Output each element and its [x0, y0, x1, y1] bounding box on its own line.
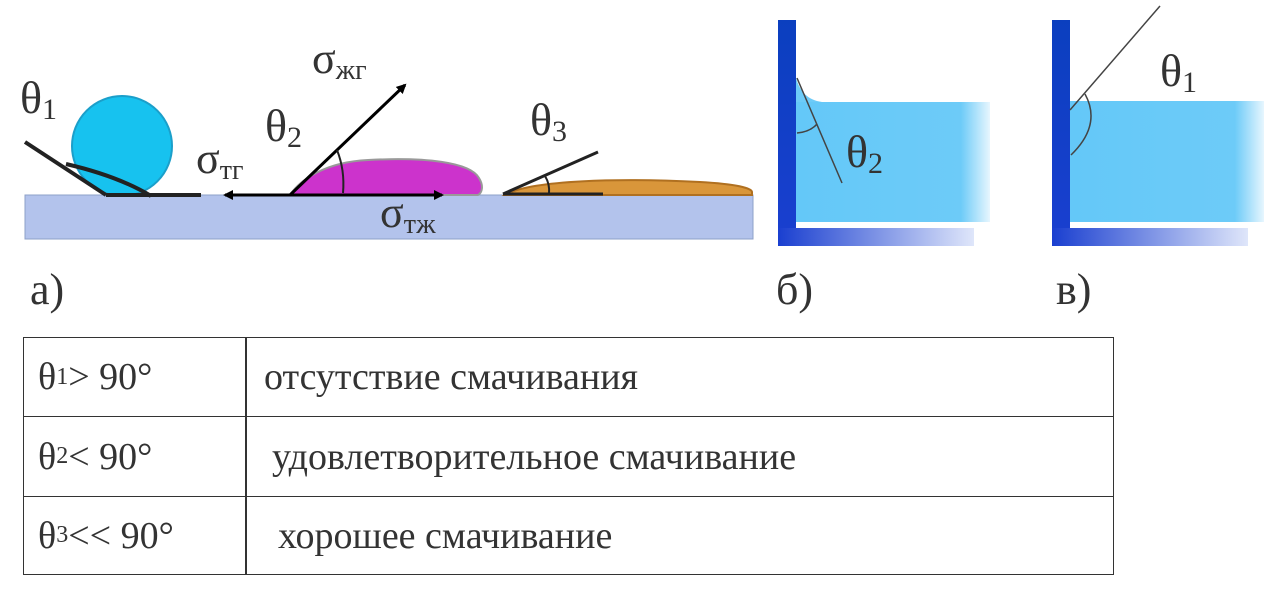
panel-label-b: б) [776, 265, 814, 314]
wetting-diagram: θ1 θ2 σжг σтг σтж θ3 θ2 θ1 [20, 5, 1264, 246]
angle-arc-3 [544, 175, 551, 195]
angle-arc-b [796, 123, 818, 134]
angle-arc-c [1070, 93, 1092, 156]
sigma-lg-label: σжг [312, 34, 367, 86]
theta2-label: θ2 [265, 100, 302, 154]
meniscus-b [796, 78, 822, 102]
angle-arc-1 [65, 162, 153, 198]
panel-c-angle-label: θ1 [1160, 45, 1197, 99]
tangent-1 [23, 140, 108, 197]
panel-c: θ1 [1052, 5, 1264, 246]
liquid-c [1070, 101, 1264, 222]
wall-vertical-b [778, 20, 796, 246]
column-divider [245, 338, 247, 574]
sigma-sg-label: σтг [196, 134, 243, 186]
sigma-sl-label: σтж [380, 188, 436, 240]
panel-b: θ2 [778, 20, 990, 246]
description-cell: хорошее смачивание [278, 514, 613, 557]
wall-vertical-c [1052, 20, 1070, 246]
theta3-label: θ3 [530, 94, 567, 148]
panel-label-c: в) [1056, 265, 1092, 314]
drop-3 [501, 179, 753, 196]
tangent-b [796, 77, 843, 184]
theta1-label: θ1 [20, 72, 57, 126]
angle-arc-2 [336, 149, 345, 194]
tangent-3 [502, 150, 599, 196]
sigma-lg-vector [288, 83, 407, 197]
wall-bottom-c [1052, 228, 1248, 246]
description-cell: удовлетворительное смачивание [272, 435, 797, 478]
drop-2 [288, 158, 483, 196]
panel-a: θ1 θ2 σжг σтг σтж θ3 [20, 34, 754, 240]
description-cell: отсутствие смачивания [264, 356, 639, 398]
tangent-c [1069, 5, 1161, 111]
wall-bottom-b [778, 228, 974, 246]
liquid-b [796, 102, 990, 222]
panel-label-a: а) [30, 265, 65, 314]
substrate [24, 194, 754, 240]
panel-b-angle-label: θ2 [846, 126, 883, 180]
